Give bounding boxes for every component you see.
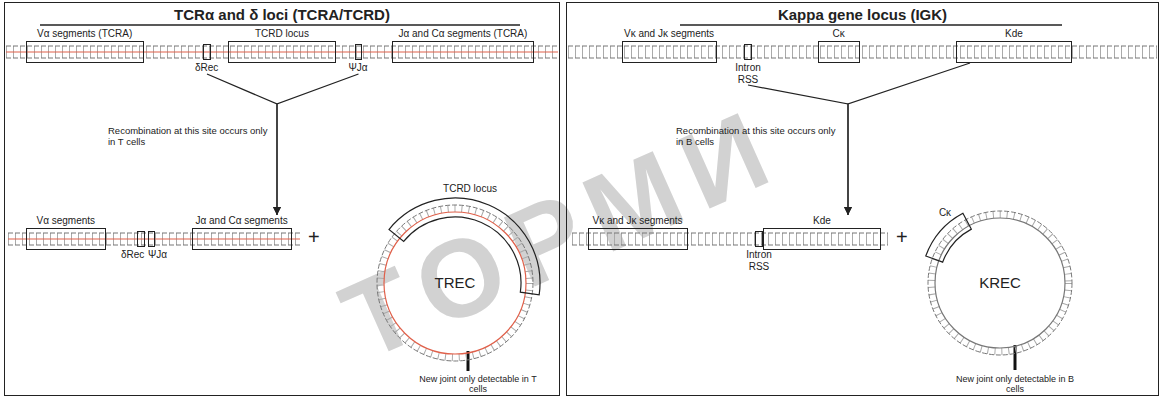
- recombination-arrow: [848, 63, 970, 215]
- segment-label: Jα and Cα segments (TCRA): [399, 28, 528, 40]
- panel-title: Kappa gene locus (IGK): [778, 6, 947, 23]
- ring-outer: [928, 211, 1072, 355]
- gene-segment: Kde: [763, 215, 881, 250]
- strand-top-left: [6, 46, 558, 58]
- segment-box: [137, 231, 145, 247]
- gene-segment: Vα segments (TCRA): [26, 28, 144, 63]
- joint-note: New joint only detectable in B cells: [953, 374, 1077, 395]
- ring-outer: [377, 205, 533, 361]
- arc-label: Cκ: [939, 207, 951, 219]
- segment-label: ΨJα: [148, 249, 167, 261]
- gene-segment: Vκ and Jκ segments: [622, 28, 717, 63]
- excision-circle: KRECCκ: [928, 211, 1072, 355]
- segment-box: [755, 231, 763, 247]
- ring-ticks: [381, 209, 530, 358]
- segment-label: Jα and Cα segments: [196, 215, 288, 227]
- gene-segment: Kde: [956, 28, 1072, 63]
- gene-segment: ΨJα: [148, 231, 168, 261]
- segment-box: [203, 44, 211, 60]
- segment-label: Vα segments (TCRA): [37, 28, 132, 40]
- gene-segment: Jα and Cα segments: [192, 215, 292, 250]
- strand-bottom-left: [8, 233, 300, 245]
- gene-segment: Vκ and Jκ segments: [588, 215, 688, 250]
- gene-segment: TCRD locus: [228, 28, 336, 63]
- gene-segment: Intron RSS: [726, 44, 770, 85]
- arc-outline: [926, 213, 972, 262]
- segment-label: Intron RSS: [737, 249, 781, 272]
- segment-box: [956, 41, 1072, 63]
- joint-note: New joint only detectable in T cells: [416, 374, 540, 395]
- circle-label: KREC: [979, 274, 1021, 291]
- panel-title: TCRα and δ loci (TCRA/TCRD): [174, 6, 390, 23]
- segment-box: [192, 228, 292, 250]
- segment-label: Cκ: [833, 28, 845, 40]
- segment-box: [744, 44, 752, 60]
- segment-label: Vκ and Jκ segments: [624, 28, 714, 40]
- segment-box: [355, 44, 362, 60]
- segment-label: TCRD locus: [255, 28, 309, 40]
- ring-inner: [384, 212, 526, 354]
- segment-label: δRec: [195, 62, 218, 74]
- locus-arc: Cκ: [928, 211, 1072, 355]
- segment-label: Intron RSS: [726, 62, 770, 85]
- segment-box: [26, 228, 106, 250]
- segment-box: [622, 41, 717, 63]
- segment-box: [26, 41, 144, 63]
- recombination-note: Recombination at this site occurs only i…: [108, 126, 272, 148]
- gene-segment: δRec: [195, 44, 219, 74]
- segment-box: [228, 41, 336, 63]
- panel-frame: TCRα and δ loci (TCRA/TCRD) Vα segments (…: [4, 2, 560, 396]
- segment-box: [148, 231, 155, 247]
- segment-label: Vκ and Jκ segments: [593, 215, 683, 227]
- segment-box: [588, 228, 688, 250]
- gene-segment: Vα segments: [26, 215, 106, 250]
- segment-box: [392, 41, 534, 63]
- circle-label: TREC: [435, 274, 476, 291]
- ring-inner: [935, 218, 1065, 348]
- new-joint-tick: [468, 345, 1015, 371]
- ring-ticks: [932, 215, 1069, 352]
- arc-label: TCRD locus: [443, 183, 497, 195]
- panel-frame: Kappa gene locus (IGK) Vκ and Jκ segments…: [566, 2, 1159, 396]
- arc-band: [377, 205, 533, 361]
- title-underline: [40, 24, 1062, 26]
- recombination-arrow: [748, 85, 848, 215]
- gene-segment: Jα and Cα segments (TCRA): [392, 28, 534, 63]
- segment-label: Vα segments: [37, 215, 96, 227]
- excision-circle: TRECTCRD locus: [377, 205, 533, 361]
- recombination-arrow: [207, 74, 277, 215]
- strand-bottom-right: [572, 233, 888, 245]
- segment-label: ΨJα: [349, 62, 368, 74]
- plus-sign: +: [896, 226, 908, 249]
- segment-label: Kde: [813, 215, 831, 227]
- locus-arc: TCRD locus: [377, 205, 533, 361]
- arc-band: [928, 211, 1072, 355]
- gene-segment: Cκ: [818, 28, 860, 63]
- arc-outline: [389, 198, 540, 295]
- segment-label: Kde: [1005, 28, 1023, 40]
- gene-segment: Intron RSS: [737, 231, 781, 272]
- segment-box: [763, 228, 881, 250]
- gene-segment: ΨJα: [349, 44, 369, 74]
- segment-box: [818, 41, 860, 63]
- recombination-note: Recombination at this site occurs only i…: [676, 126, 840, 148]
- gene-segment: δRec: [121, 231, 145, 261]
- segment-label: δRec: [121, 249, 144, 261]
- plus-sign: +: [308, 226, 320, 249]
- strand-top-right: [568, 46, 1157, 58]
- recombination-arrow: [277, 74, 359, 215]
